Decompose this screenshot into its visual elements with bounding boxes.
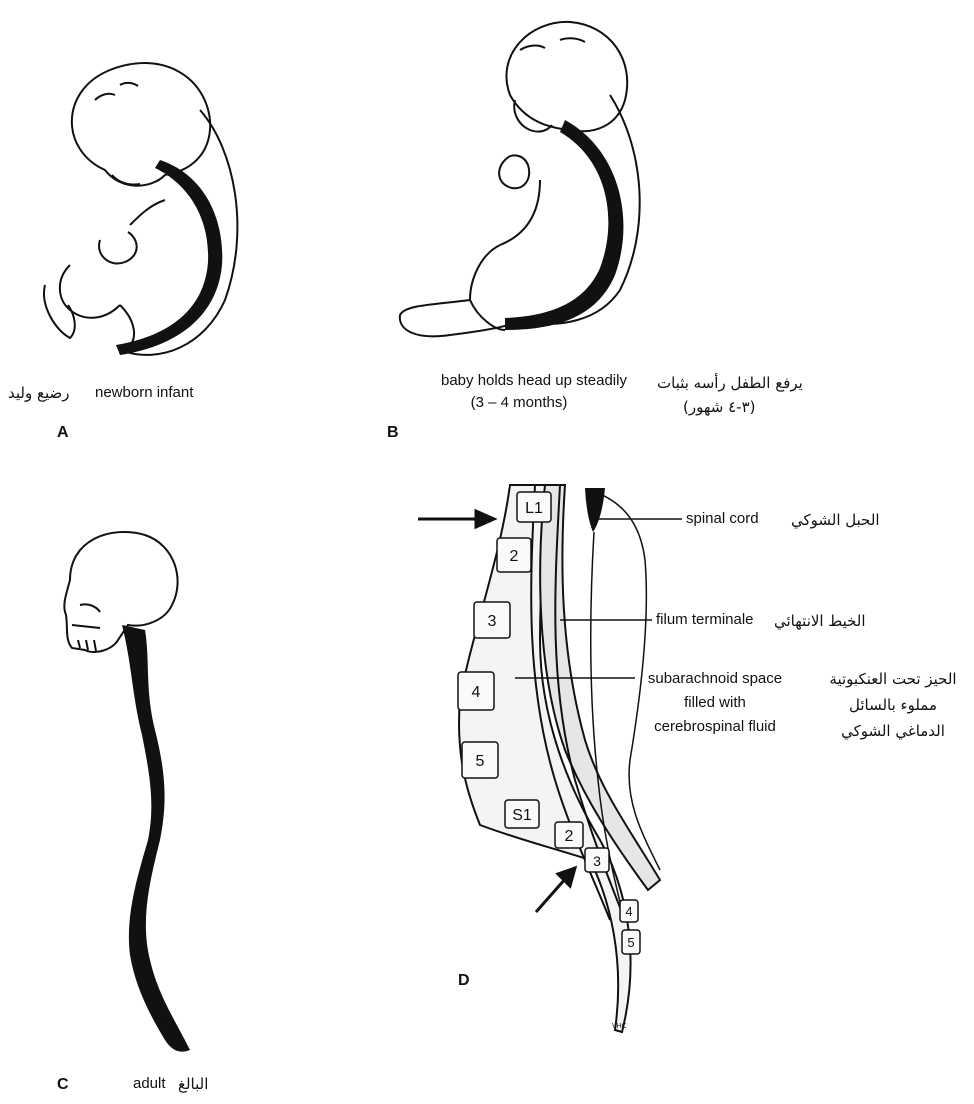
vertebra-label-s2: 2	[565, 828, 574, 845]
panel-letter-c: C	[57, 1076, 69, 1094]
vertebra-label-l1: L1	[525, 500, 543, 517]
baby-label-ar-line1: يرفع الطفل رأسه بثبات	[657, 374, 803, 392]
baby-spinal-curve	[505, 120, 623, 330]
adult-label-en: adult	[133, 1075, 166, 1093]
vertebra-label-l4: 4	[472, 684, 481, 701]
callout-subarachnoid-en-line1: subarachnoid space	[640, 670, 790, 688]
baby-label-ar-line2: (٣-٤ شهور)	[683, 398, 756, 416]
panel-letter-b: B	[387, 424, 399, 442]
adult-spinal-column	[122, 625, 190, 1052]
callout-subarachnoid-en-line2: filled with	[640, 694, 790, 712]
vertebra-label-s1: S1	[512, 807, 532, 824]
callout-spinal-cord-ar: الحبل الشوكي	[791, 511, 880, 529]
skull-illustration	[64, 532, 177, 652]
adult-label-ar: البالغ	[178, 1075, 208, 1093]
baby-label-en-line2: (3 – 4 months)	[414, 394, 624, 412]
vertebra-label-l2: 2	[510, 548, 519, 565]
callout-filum-ar: الخيط الانتهائي	[774, 612, 866, 630]
callout-spinal-cord-en: spinal cord	[686, 510, 759, 528]
vertebra-label-l3: 3	[488, 613, 497, 630]
vertebra-label-l5: 5	[476, 753, 485, 770]
callout-subarachnoid-ar-line2: مملوء بالسائل	[818, 696, 968, 714]
panel-letter-d: D	[458, 972, 470, 990]
callout-subarachnoid-ar-line3: الدماغي الشوكي	[818, 722, 968, 740]
newborn-label-ar: رضيع وليد	[8, 384, 69, 402]
newborn-label-en: newborn infant	[95, 384, 193, 402]
vertebra-label-s4: 4	[625, 904, 632, 919]
lower-arrow-shaft	[536, 878, 566, 912]
panel-letter-a: A	[57, 424, 69, 442]
vertebra-label-s3: 3	[593, 853, 601, 869]
callout-subarachnoid-en-line3: cerebrospinal fluid	[640, 718, 790, 736]
upper-arrow-head	[476, 511, 494, 527]
baby-label-en-line1: baby holds head up steadily	[414, 372, 654, 390]
callout-subarachnoid-ar-line1: الحيز تحت العنكبوتية	[818, 670, 968, 688]
artist-signature: VHC	[612, 1023, 627, 1030]
vertebra-label-s5: 5	[627, 935, 634, 950]
callout-filum-en: filum terminale	[656, 611, 754, 629]
